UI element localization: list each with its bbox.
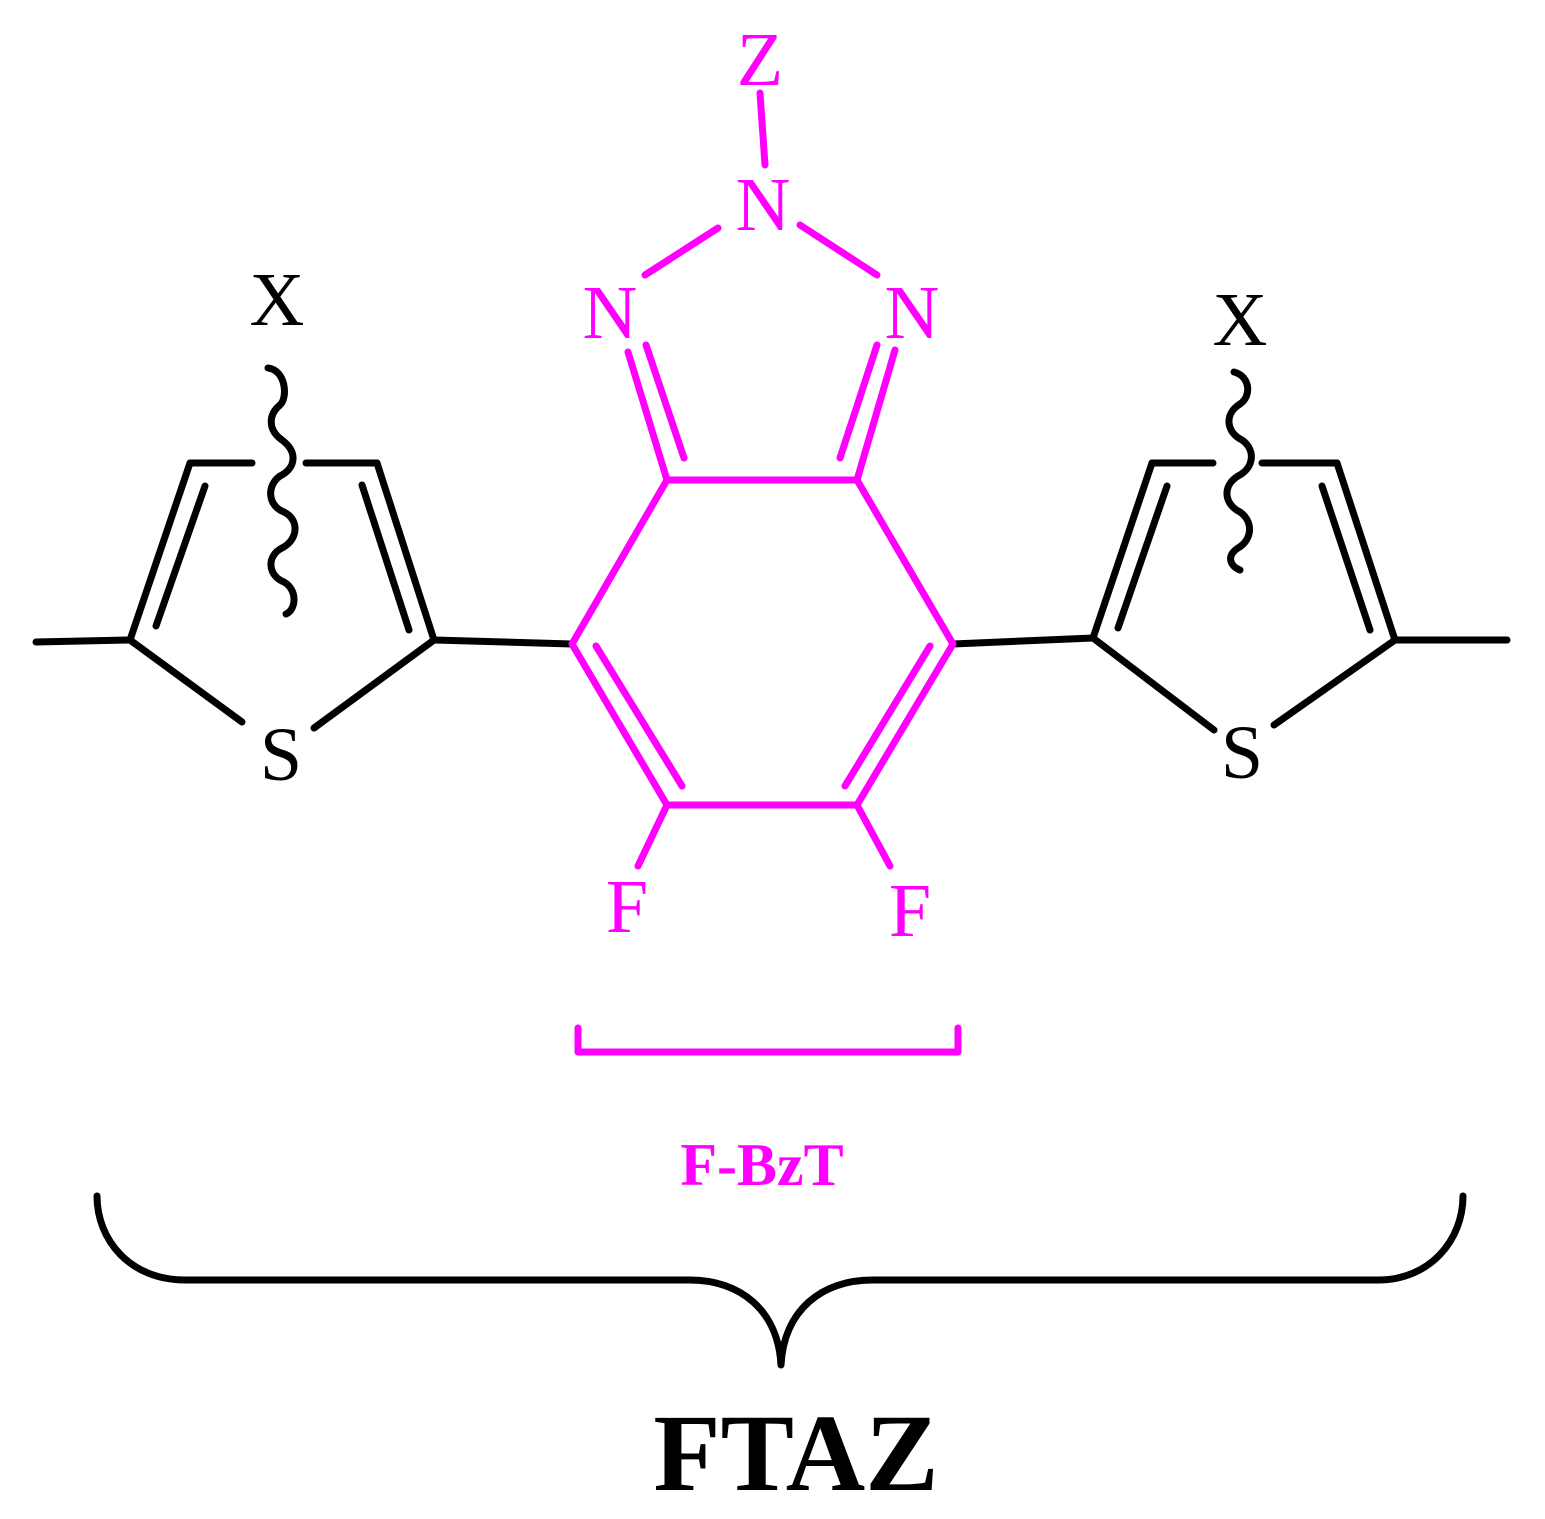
atom-label-s-right: S xyxy=(1221,711,1263,795)
side-chain-left-wavy-bond xyxy=(264,364,299,618)
thiophene-right-c2-s xyxy=(1089,634,1218,734)
bond-c7a-n3 xyxy=(853,346,899,484)
benzo-c7a-c7 xyxy=(853,476,957,648)
thiophene-right xyxy=(1089,368,1511,734)
thiophene-right-c5-c4 xyxy=(1333,459,1399,644)
bond-thiophene-left-to-benzo xyxy=(430,636,576,648)
atom-label-n-top: N xyxy=(736,163,791,247)
benzo-c4-c5 xyxy=(568,640,671,809)
backbone-bond-left-end xyxy=(32,636,134,646)
atom-label-x-left: X xyxy=(250,258,305,342)
benzo-c7-c6 xyxy=(853,640,957,809)
thiophene-left-c3-c2 xyxy=(373,459,438,644)
thiophene-left-c2-s xyxy=(310,636,438,732)
benzo-c7-c6-inner xyxy=(841,642,934,790)
thiophene-left-c3-c2-inner xyxy=(358,481,413,634)
thiophene-right-c5-s xyxy=(1270,636,1399,729)
atom-label-z: Z xyxy=(737,18,783,102)
bond-c6-fluorine xyxy=(853,801,894,870)
benzo-c4-c5-inner xyxy=(592,642,686,790)
benzotriazole-core xyxy=(568,89,957,870)
atom-label-s-left: S xyxy=(260,713,302,797)
ftaz-curly-brace xyxy=(93,1192,1467,1369)
thiophene-left-c5-c4 xyxy=(126,459,194,644)
ftaz-label: FTAZ xyxy=(653,1392,938,1514)
bond-n2-z xyxy=(756,89,769,169)
thiophene-left-c5-c4-inner xyxy=(152,482,209,630)
side-chain-right-wavy-bond xyxy=(1223,368,1255,574)
atom-label-n-left: N xyxy=(583,271,638,355)
thiophene-left-c5-s xyxy=(126,636,246,726)
fbzt-bracket xyxy=(574,1024,962,1056)
atom-label-n-right: N xyxy=(885,271,940,355)
benzo-c3a-c4 xyxy=(568,476,671,648)
bond-n2-n3 xyxy=(796,221,881,279)
thiophene-right-c3-c2 xyxy=(1089,459,1156,642)
bond-n1-n2 xyxy=(641,224,722,279)
thiophene-right-c5-c4-inner xyxy=(1318,482,1374,634)
bond-c7a-n3-inner xyxy=(836,341,881,462)
atom-label-f-left: F xyxy=(606,865,648,949)
atom-label-f-right: F xyxy=(889,869,931,953)
bond-c3a-n1-inner xyxy=(642,341,688,462)
bond-c3a-n1 xyxy=(624,348,671,484)
bond-c5-fluorine xyxy=(634,801,671,870)
thiophene-left xyxy=(32,364,438,732)
bond-benzo-to-thiophene-right xyxy=(949,634,1097,648)
thiophene-right-c3-c2-inner xyxy=(1114,482,1171,632)
fbzt-label: F-BzT xyxy=(680,1132,843,1198)
atom-label-x-right: X xyxy=(1213,278,1268,362)
